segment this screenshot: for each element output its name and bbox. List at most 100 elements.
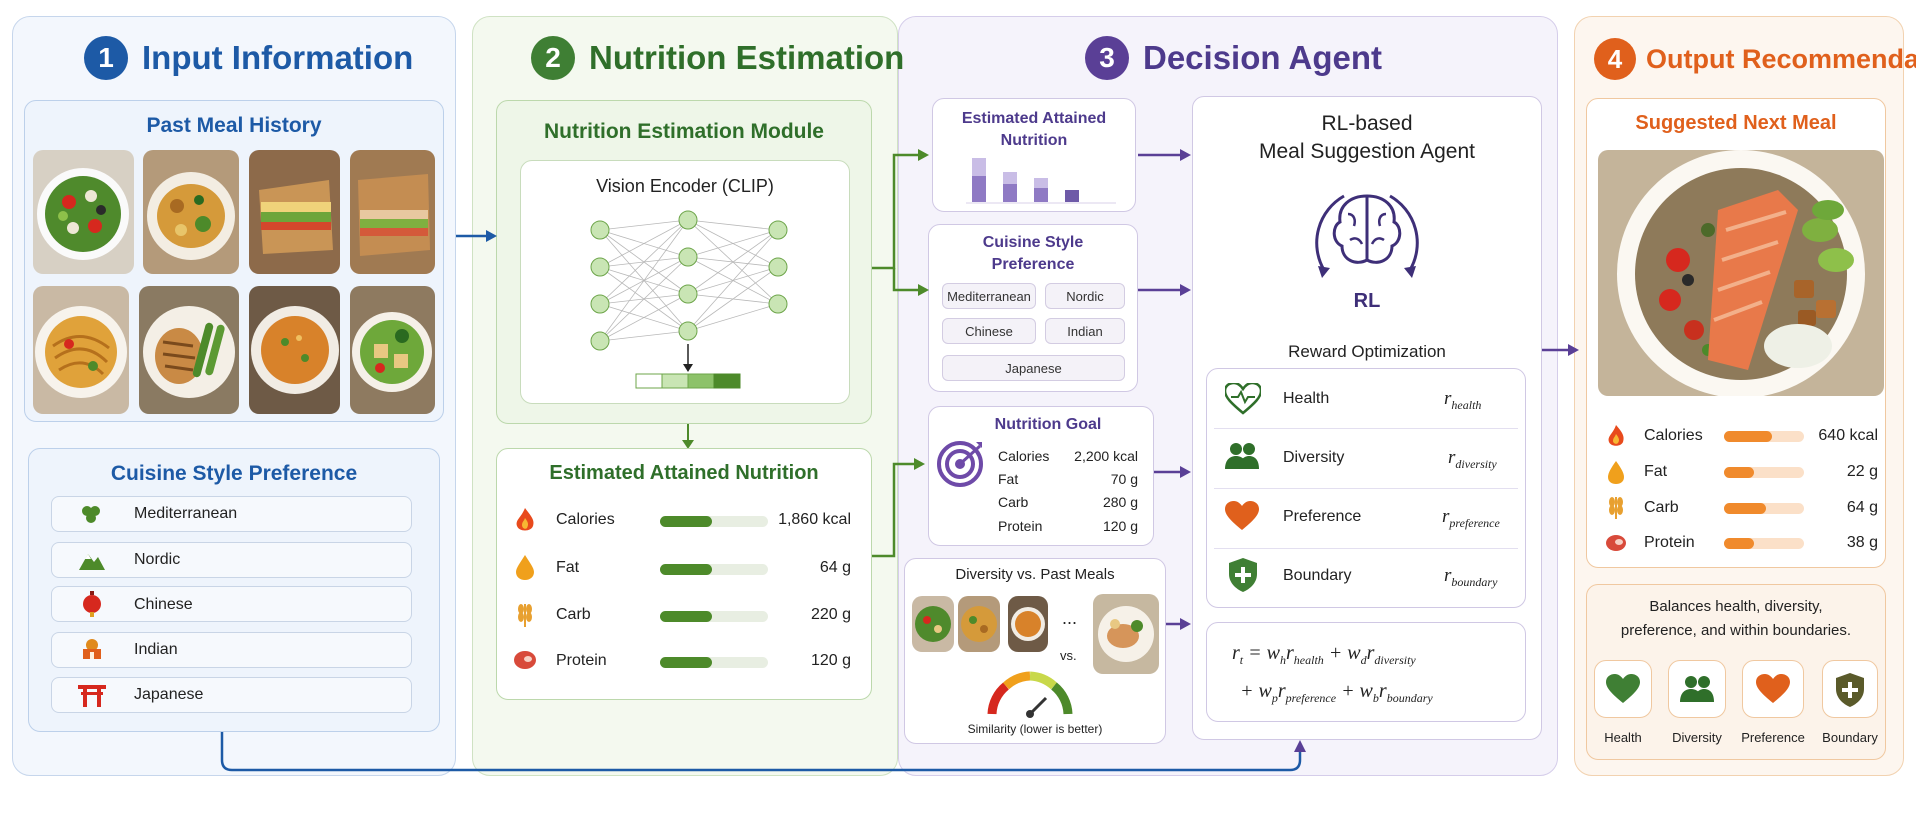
- nutrient-bar-fill: [660, 611, 712, 622]
- reward-symbol: rpreference: [1442, 506, 1500, 530]
- meal-photo-tofu-bowl: [350, 286, 435, 414]
- target-icon: [936, 440, 984, 493]
- nutrient-value: 220 g: [810, 606, 851, 623]
- goal-name: Fat: [998, 471, 1019, 487]
- nutrient-name: Calories: [556, 511, 615, 528]
- goal-value: 280 g: [1102, 494, 1138, 510]
- goal-name: Carb: [998, 494, 1029, 510]
- similarity-gauge-icon: [987, 671, 1073, 718]
- nutrient-bar: [660, 657, 768, 668]
- reward-divider: [1214, 428, 1518, 429]
- reward-subscript: diversity: [1455, 456, 1497, 471]
- reward-formula-line1: rt = whrhealth + wdrdiversity: [1232, 642, 1416, 667]
- step-number-1: 1: [84, 36, 128, 80]
- meal-photo-sandwich-1: [249, 150, 340, 274]
- wheat-icon: [514, 600, 536, 633]
- lantern-icon: [82, 591, 102, 622]
- nutrient-bar-fill: [660, 516, 712, 527]
- output-section-title: 4 Output Recommendation: [1594, 38, 1916, 80]
- heart-icon: [1225, 501, 1259, 536]
- flame-icon: [513, 506, 537, 539]
- reward-symbol: rboundary: [1444, 565, 1498, 589]
- vision-encoder-box: [520, 160, 850, 404]
- neural-network-diagram: [590, 210, 788, 389]
- goal-value: 70 g: [1110, 471, 1138, 487]
- meat-icon: [512, 648, 538, 677]
- cuisine-label: Chinese: [134, 596, 193, 613]
- goal-name: Protein: [998, 518, 1043, 534]
- reward-symbol: rdiversity: [1448, 447, 1497, 471]
- reward-symbol: rhealth: [1444, 388, 1482, 412]
- nutrient-bar-fill: [660, 657, 712, 668]
- output-nutrient-value: 38 g: [1846, 534, 1878, 551]
- reward-subscript: preference: [1449, 515, 1500, 530]
- reward-name: Preference: [1283, 508, 1362, 525]
- diversity-people-icon: [1680, 674, 1714, 709]
- reward-formula-line2: + wprpreference + wbrboundary: [1240, 680, 1433, 705]
- badge-label: Preference: [1741, 730, 1805, 745]
- input-section-title: 1 Input Information: [84, 36, 413, 80]
- nutrient-bar: [660, 564, 768, 575]
- cuisine-label: Nordic: [134, 551, 181, 568]
- droplet-icon: [514, 553, 536, 586]
- module-to-estimate-arrow: [682, 424, 694, 449]
- diversity-meal-thumb: [912, 596, 954, 652]
- rl-label: RL: [1353, 290, 1381, 312]
- rl-agent-title-line1: RL-based: [1321, 112, 1413, 135]
- goal-value: 2,200 kcal: [1074, 448, 1138, 464]
- wheat-icon: [1606, 494, 1626, 525]
- clover-icon: [80, 503, 102, 530]
- cuisine-label: Japanese: [134, 686, 204, 703]
- people-icon: [1225, 441, 1259, 476]
- input-title-text: Input Information: [142, 39, 414, 76]
- output-nutrient-bar-fill: [1724, 467, 1755, 478]
- nutrient-name: Carb: [556, 606, 591, 623]
- nutrient-value: 1,860 kcal: [778, 511, 851, 528]
- meat-icon: [1604, 532, 1628, 559]
- nutrient-bar: [660, 516, 768, 527]
- nutrient-name: Fat: [556, 559, 580, 576]
- cuisine-item-indian: [51, 632, 412, 668]
- output-nutrient-bar: [1724, 503, 1804, 514]
- step-number-2: 2: [531, 36, 575, 80]
- cuisine-item-mediterranean: [51, 496, 412, 532]
- diversity-meal-thumb: [958, 596, 1000, 652]
- estimated-nutrition-title: Estimated Attained Nutrition: [549, 462, 819, 484]
- reward-name: Health: [1283, 390, 1330, 407]
- step-number-3: 3: [1085, 36, 1129, 80]
- badge-label: Diversity: [1672, 730, 1722, 745]
- step-number-4: 4: [1594, 38, 1636, 80]
- meal-photo-pasta: [143, 150, 239, 274]
- cuisine-item-nordic: [51, 542, 412, 578]
- reward-name: Boundary: [1283, 567, 1352, 584]
- suggested-meal-title: Suggested Next Meal: [1635, 112, 1837, 134]
- boundary-shield-icon: [1834, 672, 1866, 713]
- reward-subscript: boundary: [1451, 574, 1498, 589]
- output-nutrient-bar: [1724, 431, 1804, 442]
- output-title-text: Output Recommendation: [1646, 43, 1916, 74]
- reward-optimization-title: Reward Optimization: [1288, 342, 1446, 361]
- nutrition-section-title: 2 Nutrition Estimation: [531, 36, 904, 80]
- cuisine-label: Mediterranean: [134, 505, 238, 522]
- shield-plus-icon: [1227, 557, 1259, 598]
- output-nutrient-bar-fill: [1724, 503, 1766, 514]
- output-nutrient-bar-fill: [1724, 538, 1755, 549]
- diversity-vs-label: vs.: [1060, 648, 1077, 663]
- reward-subscript: health: [1451, 397, 1482, 412]
- summary-line1: Balances health, diversity,: [1649, 598, 1823, 615]
- decision-title-text: Decision Agent: [1143, 39, 1382, 76]
- nutrient-name: Protein: [556, 652, 607, 669]
- cuisine-item-chinese: [51, 586, 412, 622]
- similarity-label: Similarity (lower is better): [967, 722, 1103, 736]
- nutrition-goal-title: Nutrition Goal: [994, 416, 1102, 433]
- nutrient-value: 120 g: [810, 652, 851, 669]
- rl-cycle-brain-icon: [1315, 194, 1419, 278]
- reward-divider: [1214, 548, 1518, 549]
- diversity-ellipsis: ...: [1062, 608, 1078, 628]
- goal-value: 120 g: [1102, 518, 1138, 534]
- cuisine-preference-title: Cuisine Style Preference: [110, 462, 358, 485]
- suggested-meal-photo: [1598, 150, 1884, 396]
- nutrition-title-text: Nutrition Estimation: [589, 39, 905, 76]
- mountain-icon: [79, 550, 105, 575]
